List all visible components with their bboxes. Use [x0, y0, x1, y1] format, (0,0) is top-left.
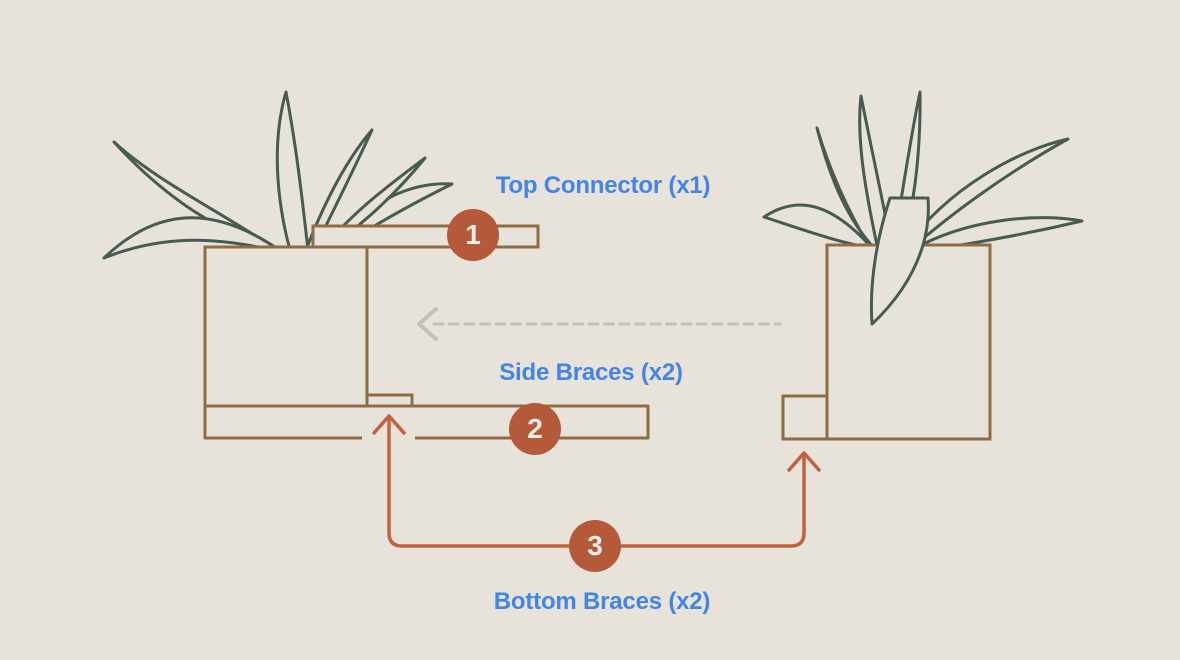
up-arrow-icon	[787, 451, 821, 472]
drooping-leaf	[869, 196, 930, 326]
leaf	[275, 90, 310, 252]
step-number: 2	[527, 413, 543, 444]
bottom-brace-end	[781, 394, 829, 441]
step-number: 1	[465, 219, 481, 250]
leaf	[815, 126, 877, 251]
step-badge-1: 1	[447, 209, 499, 261]
side-braces-label: Side Braces (x2)	[499, 359, 683, 386]
side-brace-foot	[365, 393, 414, 408]
up-arrow-icon	[372, 414, 406, 435]
step-number: 3	[587, 530, 603, 561]
step-badge-3: 3	[569, 520, 621, 572]
bottom-braces-label: Bottom Braces (x2)	[493, 588, 711, 615]
step-badge-2: 2	[509, 403, 561, 455]
leaf	[762, 203, 874, 250]
top-connector-bar	[311, 224, 540, 249]
left-dashed-arrow-icon	[417, 307, 782, 341]
leaf	[102, 216, 284, 260]
bottom-brace-bar	[203, 404, 650, 440]
left-planter-box	[203, 245, 369, 408]
top-connector-label: Top Connector (x1)	[495, 172, 711, 199]
arrowhead	[417, 307, 438, 341]
